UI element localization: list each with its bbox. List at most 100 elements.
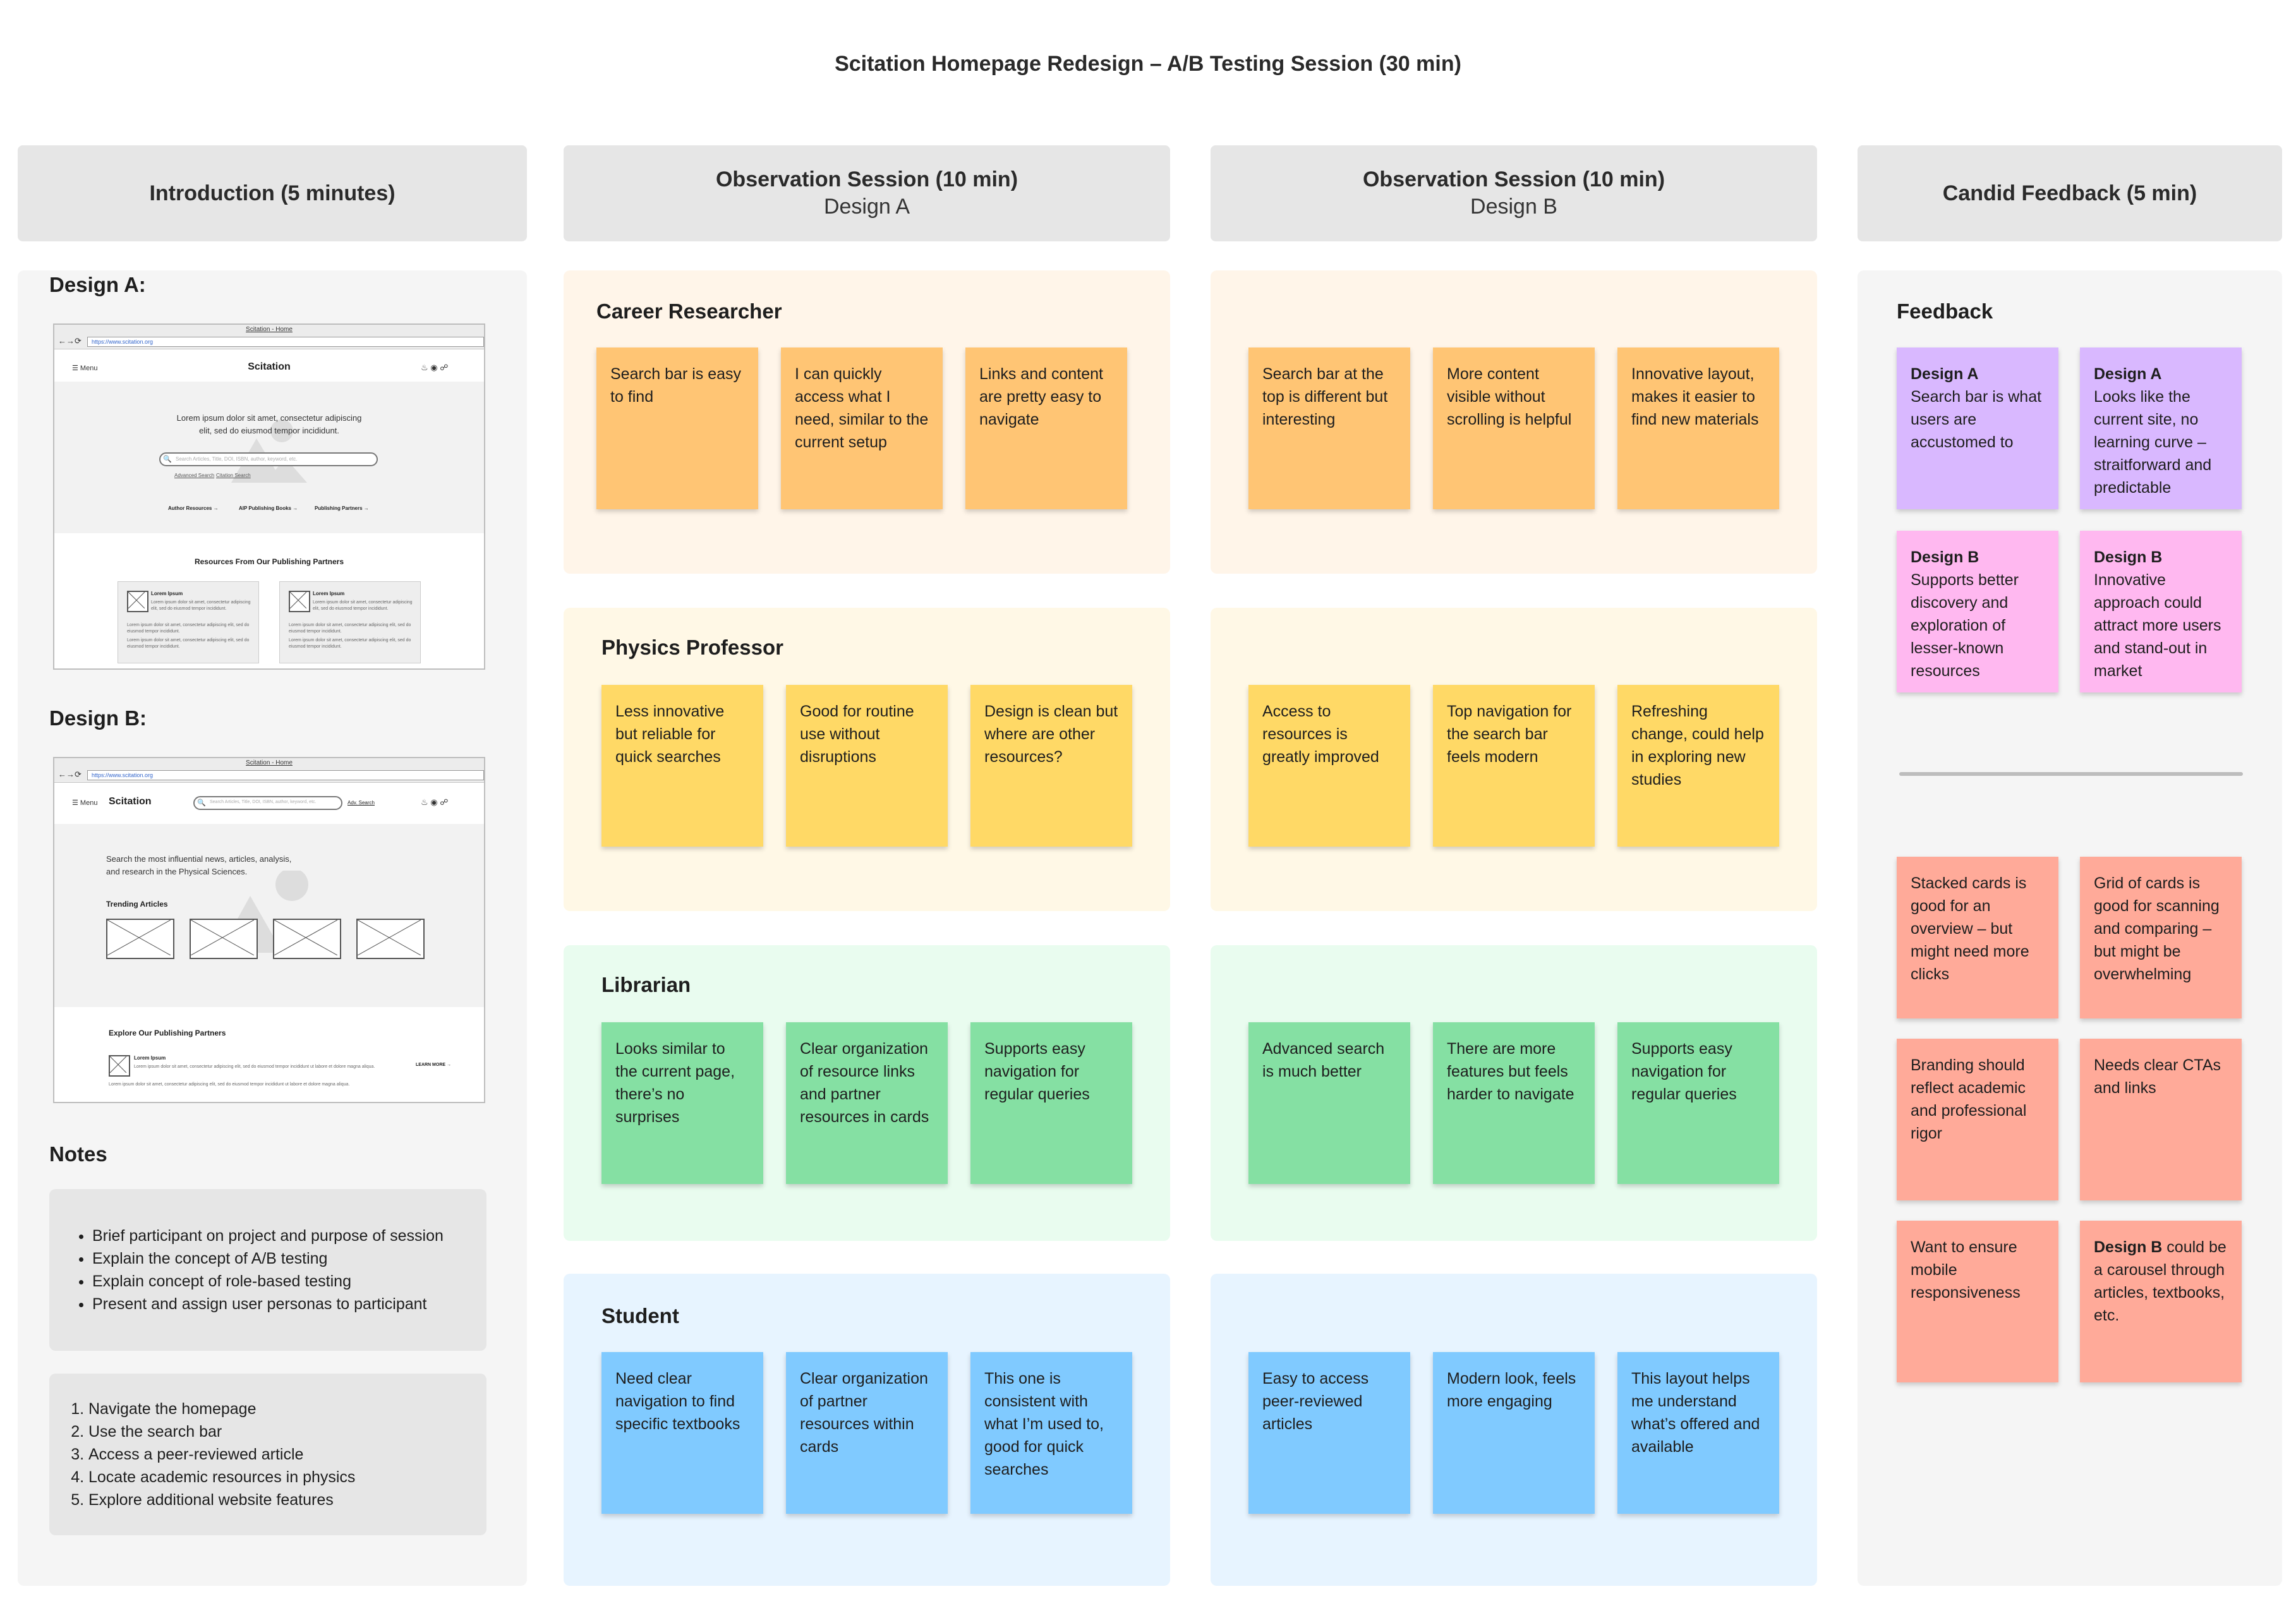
column-title: Observation Session (10 min) xyxy=(715,167,1018,191)
zone-physics-professor-design-a: Physics Professor Less innovative but re… xyxy=(564,608,1170,911)
design-b-label: Design B: xyxy=(49,706,147,730)
advanced-search-link[interactable]: Advanced Search xyxy=(174,473,215,478)
design-a-label: Design A: xyxy=(49,273,146,296)
design-tag: Design B xyxy=(2094,548,2163,566)
partner-card[interactable]: Lorem Ipsum Lorem ipsum dolor sit amet, … xyxy=(118,581,259,663)
sticky-note[interactable]: Search bar at the top is different but i… xyxy=(1248,347,1410,509)
sticky-note[interactable]: Looks similar to the current page, there… xyxy=(601,1022,763,1184)
sticky-note[interactable]: There are more features but feels harder… xyxy=(1433,1022,1595,1184)
task-item: Navigate the homepage xyxy=(88,1398,474,1420)
column-header-observation-a: Observation Session (10 min) Design A xyxy=(564,145,1170,241)
sticky-note[interactable]: Refreshing change, could help in explori… xyxy=(1617,685,1779,847)
hero-text: Search the most influential news, articl… xyxy=(106,854,292,876)
card-text: Lorem ipsum dolor sit amet, consectetur … xyxy=(289,623,411,634)
column-header-feedback: Candid Feedback (5 min) xyxy=(1858,145,2282,241)
item-text: Lorem ipsum dolor sit amet, consectetur … xyxy=(134,1065,375,1069)
header-icons: ♨ ◉ ☍ xyxy=(421,797,449,807)
column-subtitle: Design B xyxy=(1470,195,1557,219)
partners-section-title: Explore Our Publishing Partners xyxy=(109,1029,226,1037)
design-tag: Design A xyxy=(2094,365,2162,383)
learn-more-link[interactable]: LEARN MORE → xyxy=(416,1063,451,1067)
sticky-note[interactable]: Stacked cards is good for an overview – … xyxy=(1897,857,2058,1018)
article-thumbnail-icon[interactable] xyxy=(273,919,341,959)
sticky-note[interactable]: More content visible without scrolling i… xyxy=(1433,347,1595,509)
sticky-note[interactable]: Easy to access peer-reviewed articles xyxy=(1248,1352,1410,1514)
wireframe-design-b[interactable]: Scitation - Home ←→⟳ https://www.scitati… xyxy=(53,757,485,1103)
search-input[interactable]: 🔍 Search Articles, Title, DOI, ISBN, aut… xyxy=(159,452,378,466)
search-input[interactable]: 🔍 Search Articles, Title, DOI, ISBN, aut… xyxy=(193,796,342,810)
card-text: Lorem ipsum dolor sit amet, consectetur … xyxy=(127,623,250,634)
notes-checklist: Brief participant on project and purpose… xyxy=(49,1189,486,1351)
column-title: Introduction (5 minutes) xyxy=(149,181,396,205)
sticky-note[interactable]: Advanced search is much better xyxy=(1248,1022,1410,1184)
nav-link-author-resources[interactable]: Author Resources → xyxy=(168,505,219,511)
section-divider xyxy=(1899,772,2243,776)
sticky-note[interactable]: Clear organization of partner resources … xyxy=(786,1352,948,1514)
sticky-note[interactable]: Design B could be a carousel through art… xyxy=(2080,1221,2242,1382)
board-title: Scitation Homepage Redesign – A/B Testin… xyxy=(835,52,1461,76)
zone-student-design-a: Student Need clear navigation to find sp… xyxy=(564,1274,1170,1586)
sticky-note[interactable]: This layout helps me understand what’s o… xyxy=(1617,1352,1779,1514)
sticky-note[interactable]: Less innovative but reliable for quick s… xyxy=(601,685,763,847)
note-item: Explain concept of role-based testing xyxy=(92,1270,474,1293)
feedback-label: Feedback xyxy=(1897,299,1993,323)
advanced-search-link[interactable]: Adv. Search xyxy=(347,800,375,806)
sticky-note[interactable]: Need clear navigation to find specific t… xyxy=(601,1352,763,1514)
sticky-note[interactable]: Search bar is easy to find xyxy=(596,347,758,509)
hero-text: Lorem ipsum dolor sit amet, consectetur … xyxy=(176,413,362,435)
card-text: Lorem ipsum dolor sit amet, consectetur … xyxy=(151,600,251,611)
sticky-note[interactable]: Needs clear CTAs and links xyxy=(2080,1039,2242,1200)
partners-section-title: Resources From Our Publishing Partners xyxy=(194,557,344,566)
search-icon: 🔍 xyxy=(197,799,206,807)
zone-librarian-design-a: Librarian Looks similar to the current p… xyxy=(564,945,1170,1241)
nav-link-publishing-partners[interactable]: Publishing Partners → xyxy=(315,505,369,511)
sticky-note[interactable]: Good for routine use without disruptions xyxy=(786,685,948,847)
zone-physics-professor-design-b: Access to resources is greatly improved … xyxy=(1211,608,1817,911)
sticky-note[interactable]: Top navigation for the search bar feels … xyxy=(1433,685,1595,847)
nav-link-aip-books[interactable]: AIP Publishing Books → xyxy=(239,505,298,511)
article-thumbnail-icon[interactable] xyxy=(190,919,258,959)
url-bar: https://www.scitation.org xyxy=(87,770,484,780)
sticky-note[interactable]: Innovative layout, makes it easier to fi… xyxy=(1617,347,1779,509)
citation-search-link[interactable]: Citation Search xyxy=(216,473,251,478)
sticky-note[interactable]: Clear organization of resource links and… xyxy=(786,1022,948,1184)
item-text: Lorem ipsum dolor sit amet, consectetur … xyxy=(109,1082,350,1087)
hero-section: Lorem ipsum dolor sit amet, consectetur … xyxy=(54,382,484,533)
partner-card[interactable]: Lorem Ipsum Lorem ipsum dolor sit amet, … xyxy=(279,581,421,663)
sticky-note[interactable]: This one is consistent with what I’m use… xyxy=(970,1352,1132,1514)
sticky-note[interactable]: Modern look, feels more engaging xyxy=(1433,1352,1595,1514)
url-bar: https://www.scitation.org xyxy=(87,337,484,347)
card-text: Lorem ipsum dolor sit amet, consectetur … xyxy=(313,600,413,611)
sticky-note[interactable]: Access to resources is greatly improved xyxy=(1248,685,1410,847)
zone-student-design-b: Easy to access peer-reviewed articles Mo… xyxy=(1211,1274,1817,1586)
hero-section: Search the most influential news, articl… xyxy=(54,824,484,1007)
sticky-note[interactable]: Branding should reflect academic and pro… xyxy=(1897,1039,2058,1200)
task-item: Explore additional website features xyxy=(88,1489,474,1511)
browser-tab: Scitation - Home xyxy=(246,759,293,766)
notes-label: Notes xyxy=(49,1142,107,1166)
sticky-note[interactable]: Grid of cards is good for scanning and c… xyxy=(2080,857,2242,1018)
sticky-note[interactable]: Links and content are pretty easy to nav… xyxy=(965,347,1127,509)
sticky-note[interactable]: Supports easy navigation for regular que… xyxy=(1617,1022,1779,1184)
sticky-note[interactable]: Supports easy navigation for regular que… xyxy=(970,1022,1132,1184)
sticky-note[interactable]: Design is clean but where are other reso… xyxy=(970,685,1132,847)
sticky-text: Search bar is what users are accustomed … xyxy=(1911,388,2042,451)
menu-icon: ☰ Menu xyxy=(72,799,98,807)
sticky-note[interactable]: I can quickly access what I need, simila… xyxy=(781,347,943,509)
column-header-introduction: Introduction (5 minutes) xyxy=(18,145,527,241)
card-text: Lorem ipsum dolor sit amet, consectetur … xyxy=(289,638,411,649)
column-header-observation-b: Observation Session (10 min) Design B xyxy=(1211,145,1817,241)
sticky-text: could be a carousel through articles, te… xyxy=(2094,1238,2227,1324)
sticky-note[interactable]: Want to ensure mobile responsiveness xyxy=(1897,1221,2058,1382)
menu-label: Menu xyxy=(80,365,98,372)
article-thumbnail-icon[interactable] xyxy=(356,919,425,959)
card-title: Lorem Ipsum xyxy=(313,591,345,596)
image-placeholder-icon xyxy=(109,1055,130,1077)
article-thumbnail-icon[interactable] xyxy=(106,919,174,959)
persona-label: Student xyxy=(601,1304,679,1327)
wireframe-design-a[interactable]: Scitation - Home ←→⟳ https://www.scitati… xyxy=(53,323,485,670)
